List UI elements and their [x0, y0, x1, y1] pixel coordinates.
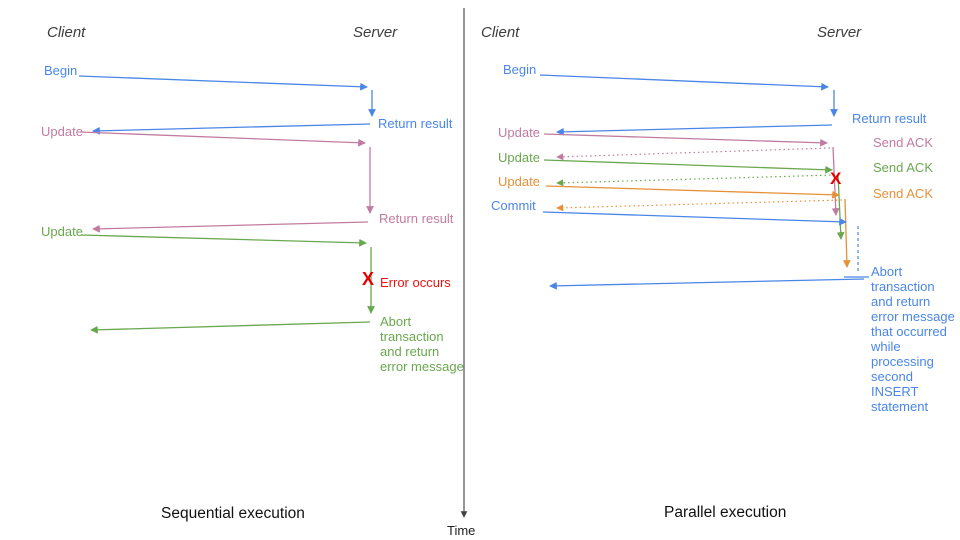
par-error-x-mark: X: [830, 169, 842, 188]
par-green-processing-line: [836, 173, 845, 240]
par-commit-arrow: [542, 211, 847, 226]
sequential-execution-title: Sequential execution: [161, 505, 305, 522]
seq-update-2-arrow: [80, 234, 367, 247]
par-abort-message: Abort transaction and return error messa…: [871, 264, 955, 414]
par-return-result-arrow: [556, 124, 833, 136]
par-begin-arrow: [539, 74, 829, 91]
seq-client-header: Client: [47, 24, 86, 41]
par-update-1-arrow: [543, 133, 828, 147]
seq-update-2-label: Update: [41, 224, 83, 239]
par-update-2-label: Update: [498, 150, 540, 165]
par-send-ack-1-label: Send ACK: [873, 135, 933, 150]
par-client-header: Client: [481, 24, 520, 41]
par-orange-processing-line: [842, 198, 851, 268]
par-send-ack-3-label: Send ACK: [873, 186, 933, 201]
time-axis-label: Time: [447, 523, 476, 538]
par-server-header: Server: [817, 24, 862, 41]
seq-return-result-2-label: Return result: [379, 211, 454, 226]
par-pink-processing-line: [831, 146, 840, 216]
seq-update-1-arrow: [79, 131, 366, 147]
par-update-2-arrow: [543, 159, 833, 174]
par-begin-label: Begin: [503, 62, 537, 77]
parallel-execution-title: Parallel execution: [664, 504, 787, 521]
seq-update-1-label: Update: [41, 124, 83, 139]
par-update-1-label: Update: [498, 125, 540, 140]
par-abort-return-arrow: [549, 278, 865, 290]
seq-begin-label: Begin: [44, 63, 78, 78]
seq-abort-return-arrow: [90, 321, 371, 334]
seq-server-header: Server: [353, 24, 398, 41]
seq-begin-arrow: [78, 75, 368, 91]
par-update-3-arrow: [545, 185, 840, 199]
seq-return-result-1-arrow: [92, 123, 371, 135]
seq-return-result-1-label: Return result: [378, 116, 453, 131]
par-send-ack-1-arrow: [556, 147, 831, 161]
par-commit-label: Commit: [491, 198, 536, 213]
seq-abort-message: Abort transaction and return error messa…: [380, 314, 464, 374]
par-update-3-label: Update: [498, 174, 540, 189]
par-send-ack-3-arrow: [556, 199, 843, 212]
par-return-result-label: Return result: [852, 111, 927, 126]
seq-return-result-2-arrow: [92, 221, 369, 233]
seq-error-x-mark: X: [362, 269, 375, 289]
par-send-ack-2-arrow: [556, 174, 836, 187]
seq-error-occurs-label: Error occurs: [380, 275, 451, 290]
par-send-ack-2-label: Send ACK: [873, 160, 933, 175]
